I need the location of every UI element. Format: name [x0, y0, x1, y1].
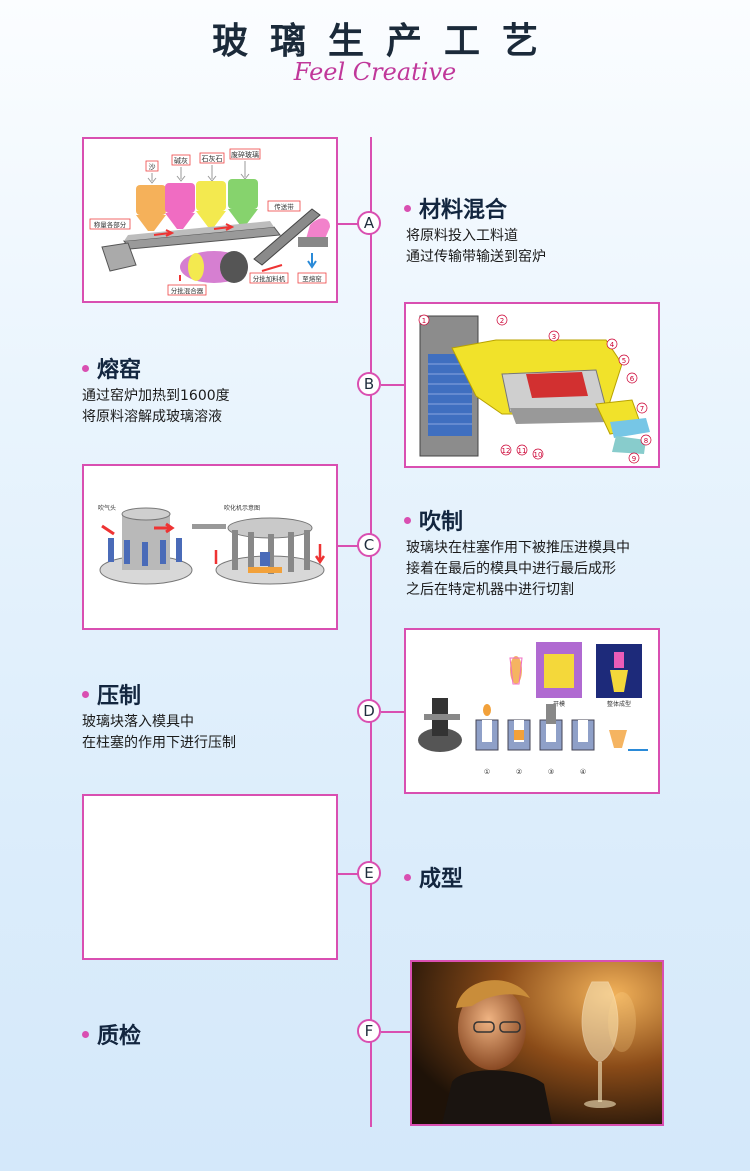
step-node-f: F [357, 1019, 381, 1043]
callout-4: 4 [610, 341, 615, 349]
step-a-desc-1: 将原料投入工料道 [406, 228, 518, 244]
label-batch-mixer: 分批混合器 [171, 286, 204, 295]
step-d-text: 压制 玻璃块落入模具中 在柱塞的作用下进行压制 [82, 678, 236, 754]
label-sand: 沙 [149, 163, 156, 171]
step-label-1: ① [484, 768, 490, 776]
callout-11: 11 [518, 447, 527, 455]
step-f-title: 质检 [97, 1024, 142, 1049]
step-a-text: 材料混合 将原料投入工料道 通过传输带输送到窑炉 [404, 192, 546, 268]
step-b-desc-1: 通过窑炉加热到1600度 [82, 388, 230, 404]
step-b-title: 熔窑 [97, 358, 142, 383]
step-c-title: 吹制 [419, 510, 464, 535]
step-d-desc-2: 在柱塞的作用下进行压制 [82, 735, 236, 751]
step-a-title: 材料混合 [419, 198, 508, 223]
forming-image-placeholder [82, 794, 338, 960]
connector-a [336, 223, 358, 225]
step-node-a: A [357, 211, 381, 235]
step-c-desc-1: 玻璃块在柱塞作用下被推压进模具中 [406, 540, 630, 556]
callout-6: 6 [630, 375, 635, 383]
bullet-dot [82, 1030, 89, 1038]
label-soda: 碱灰 [174, 156, 188, 165]
furnace-diagram: 1 2 3 4 5 6 7 8 9 10 11 12 [404, 302, 660, 468]
label-cullet: 废碎玻璃 [231, 150, 259, 159]
label-batch-feeder: 分批加料机 [253, 274, 286, 283]
bullet-dot [404, 516, 411, 524]
callout-10: 10 [534, 451, 543, 459]
bullet-dot [82, 364, 89, 372]
step-node-c: C [357, 533, 381, 557]
label-belt: 传送带 [274, 202, 294, 211]
blowing-machine-diagram: 吹气头 吹化机示意图 [82, 464, 338, 630]
step-d-desc-1: 玻璃块落入模具中 [82, 714, 194, 730]
step-c-desc-3: 之后在特定机器中进行切割 [406, 582, 574, 598]
connector-e [336, 873, 358, 875]
step-a-desc-2: 通过传输带输送到窑炉 [406, 249, 546, 265]
connector-f [381, 1031, 411, 1033]
bullet-dot [404, 204, 411, 212]
step-e-title: 成型 [419, 867, 464, 892]
connector-c [336, 545, 358, 547]
label-integral: 整体成型 [607, 700, 631, 708]
connector-b [381, 384, 405, 386]
bullet-dot [82, 690, 89, 698]
step-c-text: 吹制 玻璃块在柱塞作用下被推压进模具中 接着在最后的模具中进行最后成形 之后在特… [404, 504, 630, 601]
callout-9: 9 [632, 455, 636, 463]
page-subtitle: Feel Creative [293, 58, 457, 86]
label-blow-head: 吹气头 [98, 504, 116, 512]
label-to-furnace: 至熔窑 [302, 274, 322, 283]
step-e-text: 成型 [404, 861, 463, 893]
step-label-2: ② [516, 768, 522, 776]
inspection-photo [410, 960, 664, 1126]
step-node-e: E [357, 861, 381, 885]
step-node-b: B [357, 372, 381, 396]
step-b-desc-2: 将原料溶解成玻璃溶液 [82, 409, 222, 425]
callout-8: 8 [644, 437, 648, 445]
pressing-diagram: 开模 整体成型 ① ② ③ ④ [404, 628, 660, 794]
step-label-3: ③ [548, 768, 554, 776]
step-d-title: 压制 [97, 684, 142, 709]
callout-3: 3 [552, 333, 556, 341]
timeline-line [370, 137, 372, 1127]
connector-d [381, 711, 405, 713]
label-limestone: 石灰石 [202, 154, 223, 163]
step-b-text: 熔窑 通过窑炉加热到1600度 将原料溶解成玻璃溶液 [82, 352, 230, 428]
step-node-d: D [357, 699, 381, 723]
callout-1: 1 [422, 317, 426, 325]
callout-5: 5 [622, 357, 626, 365]
label-blow-machine: 吹化机示意图 [224, 504, 260, 512]
step-label-4: ④ [580, 768, 586, 776]
bullet-dot [404, 873, 411, 881]
mixing-diagram: 沙 碱灰 石灰石 废碎玻璃 [82, 137, 338, 303]
step-f-text: 质检 [82, 1018, 141, 1050]
page-title: 玻璃生产工艺 [211, 20, 560, 62]
label-open-mold: 开模 [553, 700, 565, 708]
callout-7: 7 [640, 405, 644, 413]
callout-2: 2 [500, 317, 504, 325]
label-weigh: 称量各部分 [94, 220, 127, 229]
callout-12: 12 [502, 447, 511, 455]
step-c-desc-2: 接着在最后的模具中进行最后成形 [406, 561, 616, 577]
